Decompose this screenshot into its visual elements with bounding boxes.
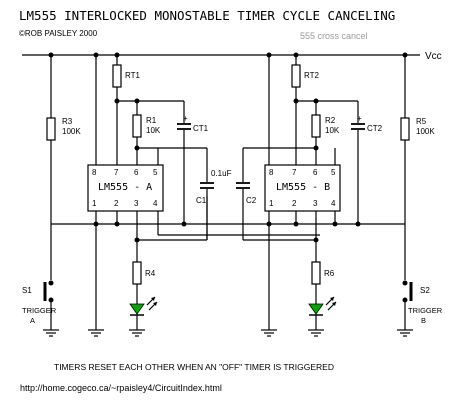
r5-value: 100K	[416, 127, 435, 136]
ct2-label: CT2	[367, 124, 383, 133]
vcc-label: Vcc	[425, 51, 442, 62]
ic-b-pin5: 5	[331, 168, 336, 177]
ic-a-pin7: 7	[114, 168, 119, 177]
r4-label: R4	[145, 269, 156, 278]
trigger-a-letter: A	[30, 316, 35, 325]
r5-label: R5	[416, 117, 427, 126]
subtitle: 555 cross cancel	[300, 31, 368, 41]
ic-a-pin4: 4	[153, 199, 158, 208]
led-a	[129, 296, 158, 337]
s2-switch	[397, 280, 413, 337]
ic-a-pin5: 5	[153, 168, 158, 177]
r2-label: R2	[325, 116, 336, 125]
ct2-capacitor	[351, 101, 365, 224]
r6-resistor	[311, 261, 321, 304]
r3-label: R3	[62, 117, 73, 126]
led-b	[308, 296, 337, 337]
r3-resistor	[46, 55, 56, 280]
pin1-b-ground	[261, 55, 277, 337]
cap-value: 0.1uF	[211, 169, 232, 178]
pin1-a-ground	[88, 55, 104, 337]
rt1-label: RT1	[125, 71, 141, 80]
r3-value: 100K	[62, 127, 81, 136]
ct1-plus: +	[183, 114, 188, 123]
caption-note: TIMERS RESET EACH OTHER WHEN AN "OFF" TI…	[54, 362, 334, 372]
r5-resistor	[400, 55, 410, 280]
trigger-b-label: TRIGGER	[408, 306, 443, 315]
source-url[interactable]: http://home.cogeco.ca/~rpaisley4/Circuit…	[20, 383, 222, 393]
c1-label: C1	[196, 196, 207, 205]
ic-a-pin1: 1	[92, 199, 97, 208]
r6-label: R6	[324, 269, 335, 278]
ic-b-pin6: 6	[313, 168, 318, 177]
s2-label: S2	[420, 286, 430, 295]
ic-b-pin1: 1	[269, 199, 274, 208]
ic-b-pin7: 7	[292, 168, 297, 177]
s1-label: S1	[22, 286, 32, 295]
rt2-label: RT2	[304, 71, 320, 80]
s1-switch	[43, 280, 59, 337]
r1-resistor	[132, 101, 142, 165]
ct2-plus: +	[357, 114, 362, 123]
c2-capacitor	[236, 148, 250, 240]
ic-a-pin2: 2	[114, 199, 119, 208]
ic-a-pin8: 8	[92, 168, 97, 177]
r2-value: 10K	[325, 126, 340, 135]
ic-b-pin8: 8	[269, 168, 274, 177]
ic-b-output-wires	[243, 211, 338, 262]
ic-b-pin3: 3	[313, 199, 318, 208]
ic-a-pin3: 3	[134, 199, 139, 208]
r2-resistor	[243, 101, 321, 165]
ic-b-label: LM555 - B	[276, 182, 330, 193]
ic-b-pin2: 2	[292, 199, 297, 208]
copyright: ©ROB PAISLEY 2000	[19, 29, 98, 38]
ic-lm555-b	[264, 148, 341, 212]
title: LM555 INTERLOCKED MONOSTABLE TIMER CYCLE…	[19, 8, 395, 23]
ic-b-pin4: 4	[331, 199, 336, 208]
ct1-label: CT1	[193, 124, 209, 133]
c1-capacitor	[200, 148, 214, 240]
rt1-resistor	[112, 55, 184, 165]
ic-lm555-a	[87, 147, 207, 212]
r4-resistor	[132, 261, 142, 304]
trigger-a-label: TRIGGER	[22, 306, 57, 315]
ct1-capacitor	[177, 101, 191, 224]
c2-label: C2	[246, 196, 257, 205]
r1-value: 10K	[146, 126, 161, 135]
r1-label: R1	[146, 116, 157, 125]
trigger-b-letter: B	[421, 316, 426, 325]
ic-a-pin6: 6	[134, 168, 139, 177]
ic-a-label: LM555 - A	[98, 182, 152, 193]
